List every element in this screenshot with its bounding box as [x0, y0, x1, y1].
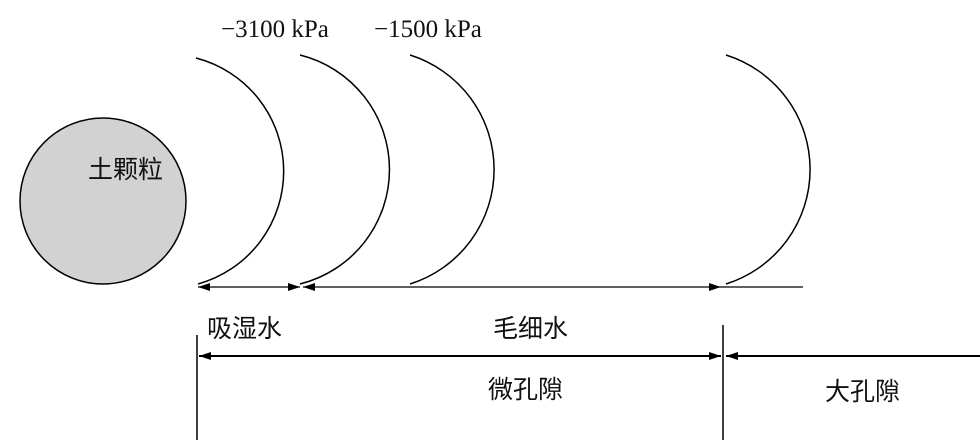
pressure-label-3100: −3100 kPa: [221, 16, 329, 43]
macropore-label: 大孔隙: [825, 377, 901, 406]
arc-1500kpa: [409, 54, 495, 285]
particle-label: 土颗粒: [88, 155, 164, 184]
arc-capillary-boundary: [725, 54, 811, 285]
arc-hygroscopic-boundary: [195, 57, 285, 285]
micropore-label: 微孔隙: [488, 375, 564, 404]
soil-particle: [19, 117, 187, 285]
arc-3100kpa: [299, 54, 391, 285]
capillary-water-label: 毛细水: [493, 314, 569, 343]
pressure-label-1500: −1500 kPa: [374, 16, 482, 43]
hygroscopic-water-label: 吸湿水: [207, 314, 283, 343]
